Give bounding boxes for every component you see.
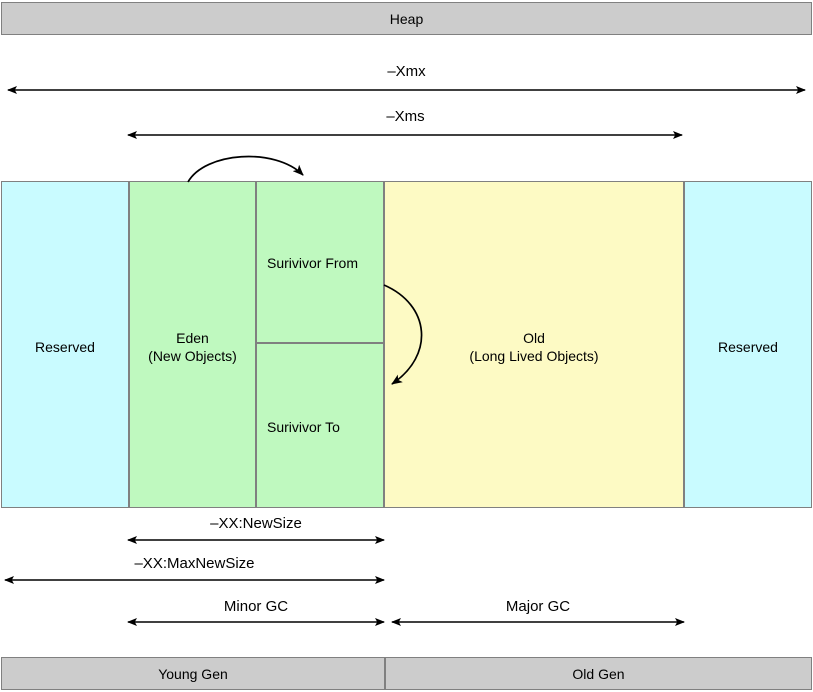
curve-eden-to-survivor-icon (187, 155, 304, 183)
young-gen-label: Young Gen (158, 665, 228, 682)
region-eden-label: Eden (New Objects) (148, 330, 237, 364)
measure-label-maxnewsize: –XX:MaxNewSize (134, 555, 255, 572)
measure-label-major-gc: Major GC (505, 598, 571, 615)
heap-title-label: Heap (389, 10, 424, 27)
old-gen-label: Old Gen (572, 665, 625, 682)
region-reserved-left-label: Reserved (35, 339, 95, 355)
measure-label-xmx: –Xmx (387, 63, 426, 80)
region-old-label: Old (Long Lived Objects) (469, 330, 599, 364)
region-old: Old (Long Lived Objects) (384, 181, 684, 508)
young-gen-bar: Young Gen (1, 657, 385, 690)
region-reserved-right: Reserved (684, 181, 812, 508)
region-eden: Eden (New Objects) (129, 181, 256, 508)
region-survivor-to: Surivivor To (256, 343, 384, 508)
old-gen-bar: Old Gen (385, 657, 812, 690)
region-survivor-from: Surivivor From (256, 181, 384, 343)
measure-label-newsize: –XX:NewSize (210, 515, 302, 532)
region-reserved-right-label: Reserved (718, 339, 778, 355)
measure-label-minor-gc: Minor GC (223, 598, 289, 615)
measure-label-xms: –Xms (386, 108, 425, 125)
region-survivor-to-label: Surivivor To (267, 419, 340, 435)
region-survivor-from-label: Surivivor From (267, 255, 359, 271)
region-reserved-left: Reserved (1, 181, 129, 508)
heap-title-bar: Heap (1, 2, 812, 35)
